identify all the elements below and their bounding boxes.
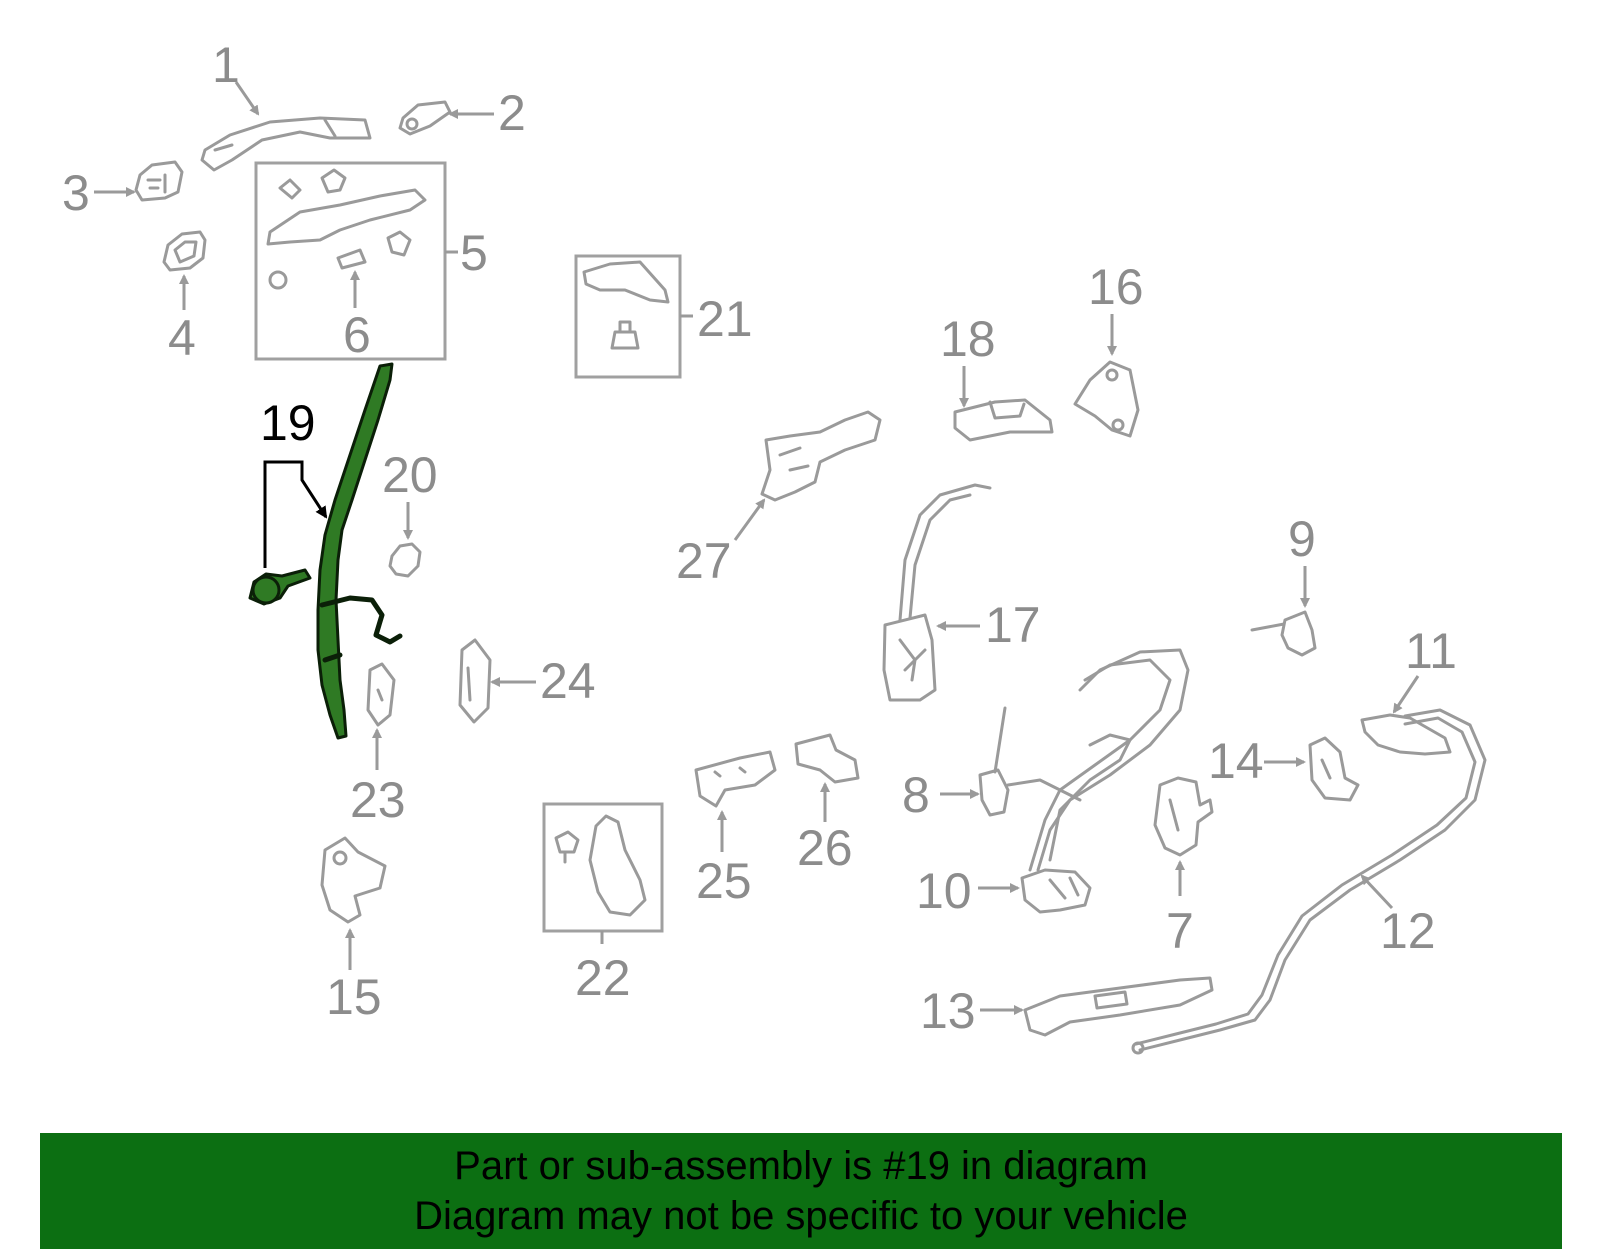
callout-7: 7 [1166, 903, 1194, 959]
callout-27: 27 [676, 533, 732, 589]
group-box-5 [254, 161, 447, 361]
part-23-pad [366, 662, 396, 727]
info-banner: Part or sub-assembly is #19 in diagram D… [40, 1133, 1562, 1249]
callout-23: 23 [350, 772, 406, 828]
part-8-lock-switch [978, 706, 1082, 817]
part-22-lock-assembly [554, 814, 647, 917]
door-cables [1028, 648, 1190, 872]
banner-line-1: Part or sub-assembly is #19 in diagram [454, 1144, 1148, 1188]
part-2-handle-cap [398, 100, 452, 136]
part-17-lock-actuator [882, 483, 992, 702]
callout-1: 1 [212, 37, 240, 93]
part-5-handle-frame [266, 168, 427, 290]
callout-25: 25 [696, 853, 752, 909]
part-10-lock-assembly [1020, 868, 1092, 914]
callout-21: 21 [697, 291, 753, 347]
callout-20: 20 [382, 447, 438, 503]
part-14-bracket [1308, 736, 1360, 802]
callout-4: 4 [168, 310, 196, 366]
part-18-bracket [953, 398, 1054, 442]
callout-22: 22 [575, 950, 631, 1006]
part-21-bracket [582, 260, 670, 350]
part-12-cable [1131, 708, 1487, 1055]
callout-11: 11 [1405, 623, 1457, 679]
part-1-outside-handle [200, 116, 372, 172]
callout-12: 12 [1380, 903, 1436, 959]
part-16-bracket [1073, 360, 1140, 438]
callout-15: 15 [326, 969, 382, 1025]
part-3-lock-cylinder [134, 160, 184, 202]
part-26-bracket [794, 733, 860, 784]
part-11-cable-end [1360, 713, 1452, 756]
part-15-bracket [320, 836, 387, 924]
callout-10: 10 [916, 863, 972, 919]
callout-2: 2 [498, 85, 526, 141]
callout-17: 17 [985, 597, 1041, 653]
callout-5: 5 [460, 225, 488, 281]
callout-24: 24 [540, 653, 596, 709]
callout-19: 19 [260, 395, 316, 451]
callout-26: 26 [797, 820, 853, 876]
callout-8: 8 [902, 767, 930, 823]
callout-13: 13 [920, 983, 976, 1039]
part-27-frame [760, 410, 882, 502]
part-7-inside-handle [1153, 776, 1214, 857]
part-13-cover [1023, 976, 1214, 1037]
callout-18: 18 [940, 311, 996, 367]
banner-line-2: Diagram may not be specific to your vehi… [414, 1194, 1188, 1238]
part-25-striker [694, 750, 777, 808]
part-4-gasket [162, 230, 207, 272]
part-20-plug [388, 542, 422, 578]
callout-6: 6 [343, 307, 371, 363]
callout-9: 9 [1288, 511, 1316, 567]
part-19-wire-harness [248, 362, 403, 740]
callout-16: 16 [1088, 259, 1144, 315]
callout-3: 3 [62, 165, 90, 221]
part-24-pad [458, 638, 492, 724]
part-9-actuator [1250, 610, 1317, 657]
callout-14: 14 [1208, 733, 1264, 789]
